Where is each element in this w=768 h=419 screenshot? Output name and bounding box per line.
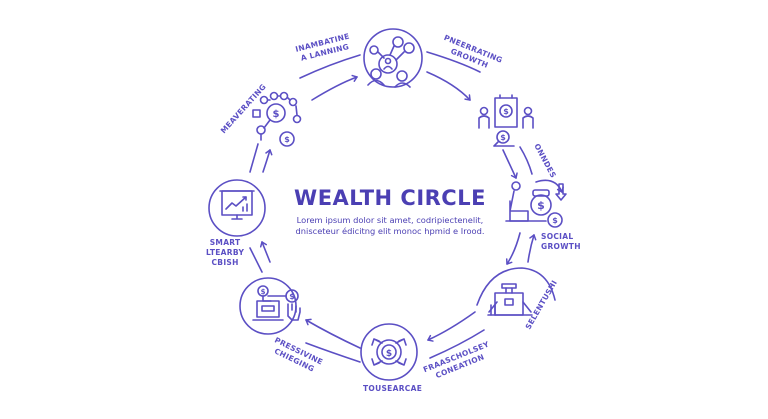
- money-bag-desk-icon: $ $: [505, 181, 567, 228]
- arc-outer-2: [426, 51, 481, 73]
- svg-text:$: $: [386, 349, 392, 359]
- diagram-subtitle: Lorem ipsum dolor sit amet, codripiecten…: [295, 215, 485, 236]
- arc-inner-1: [311, 74, 358, 101]
- svg-text:$: $: [552, 216, 558, 225]
- arc-outer-4: [527, 234, 537, 263]
- svg-text:$: $: [273, 109, 280, 120]
- dollar-cycle-icon: $: [360, 323, 418, 381]
- arc-outer-5: [429, 329, 485, 359]
- arc-outer-6: [305, 342, 361, 363]
- label-right: SOCIAL GROWTH: [541, 232, 581, 251]
- bank-ring: [476, 267, 556, 306]
- arc-right-loop: [535, 179, 564, 193]
- diagram-title: WEALTH CIRCLE: [294, 186, 486, 210]
- arc-inner-3: [502, 149, 518, 179]
- people-money-board-icon: $ $: [478, 94, 534, 147]
- label-left: SMART LTEARBY CBISH: [206, 238, 245, 267]
- svg-text:$: $: [261, 288, 266, 296]
- svg-text:$: $: [500, 133, 506, 142]
- arc-inner-2: [426, 71, 471, 101]
- bank-building-icon: [487, 283, 533, 316]
- arc-inner-7: [259, 241, 271, 263]
- arc-outer-7: [249, 247, 263, 273]
- svg-text:$: $: [537, 199, 545, 212]
- center-block: WEALTH CIRCLE Lorem ipsum dolor sit amet…: [270, 186, 510, 237]
- payment-hand-icon: $ $: [239, 277, 301, 335]
- arc-outer-8: [249, 143, 259, 173]
- coin-network-icon: $ $: [252, 91, 302, 147]
- svg-text:$: $: [503, 107, 509, 116]
- people-network-icon: [363, 28, 423, 88]
- svg-text:$: $: [284, 135, 290, 144]
- arc-inner-4: [505, 232, 521, 265]
- arc-inner-8: [262, 149, 273, 173]
- arc-inner-6: [305, 318, 361, 349]
- arc-outer-3: [519, 146, 533, 175]
- arc-inner-5: [427, 311, 476, 342]
- svg-text:$: $: [289, 292, 295, 301]
- presentation-chart-icon: [208, 179, 266, 237]
- label-bottom: TOUSEARCAE: [363, 384, 423, 393]
- arc-outer-1: [299, 54, 361, 79]
